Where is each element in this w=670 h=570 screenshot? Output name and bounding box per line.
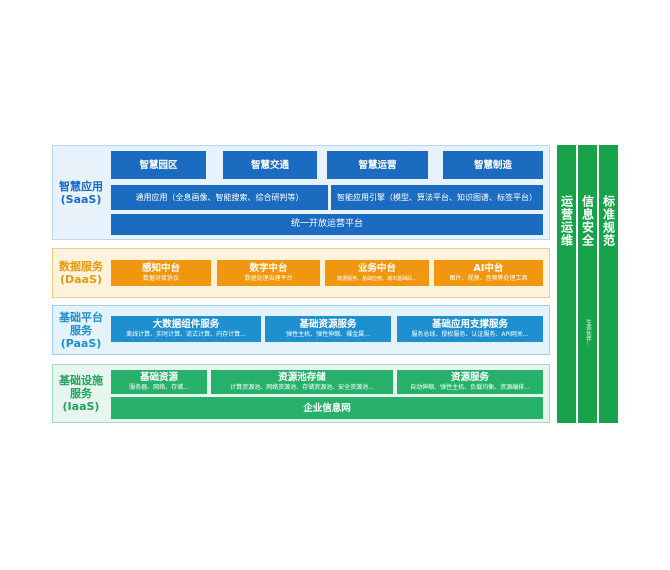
side-column-security-title: 信息安全 xyxy=(580,195,595,247)
iaas-title2: 服务 xyxy=(70,387,92,400)
daas-sensing-hub-sub: 数据对接协议 xyxy=(142,275,179,282)
daas-digital-hub: 数字中台 数据处理治理平台 xyxy=(217,260,320,286)
saas-app-manufacturing-label: 智慧制造 xyxy=(473,159,512,171)
iaas-resource-service: 资源服务 自动伸缩、弹性主机、负载均衡、资源编排... xyxy=(397,370,543,394)
paas-bigdata-service-sub: 离线计算、实时计算、流式计算、内存计算... xyxy=(126,331,246,338)
paas-app-support-service-title: 基础应用支撑服务 xyxy=(431,319,508,330)
iaas-subtitle: (IaaS) xyxy=(62,400,100,413)
daas-subtitle: (DaaS) xyxy=(60,273,102,286)
side-column-operations-title: 运营运维 xyxy=(559,195,574,247)
iaas-pool-storage-sub: 计算资源池、网络资源池、存储资源池、安全资源池... xyxy=(230,384,374,391)
daas-layer: 数据服务 (DaaS) 感知中台 数据对接协议 数字中台 数据处理治理平台 业务… xyxy=(52,248,550,298)
paas-bigdata-service: 大数据组件服务 离线计算、实时计算、流式计算、内存计算... xyxy=(111,316,261,342)
iaas-enterprise-network: 企业信息网 xyxy=(111,397,543,419)
saas-platform: 统一开放运营平台 xyxy=(111,214,543,235)
paas-resource-service-sub: 弹性主机、弹性伸缩、裸金属... xyxy=(286,331,370,338)
side-column-standards: 标准规范 xyxy=(599,145,618,423)
daas-business-hub: 业务中台 数据服务、基础应用、城市基础码... xyxy=(325,260,429,286)
saas-general-app-label: 通用应用（全息画像、智能搜索、综合研判等） xyxy=(135,193,304,202)
saas-subtitle: (SaaS) xyxy=(60,192,102,206)
saas-app-operation-label: 智慧运营 xyxy=(358,159,397,171)
paas-resource-service-title: 基础资源服务 xyxy=(299,319,357,330)
daas-ai-hub: AI中台 图片、视频、音频等处理工具 xyxy=(434,260,543,286)
daas-business-hub-title: 业务中台 xyxy=(357,263,396,274)
daas-sensing-hub: 感知中台 数据对接协议 xyxy=(111,260,211,286)
daas-layer-label: 数据服务 (DaaS) xyxy=(53,249,109,297)
iaas-enterprise-network-label: 企业信息网 xyxy=(303,402,351,414)
daas-sensing-hub-title: 感知中台 xyxy=(141,263,180,274)
saas-app-park: 智慧园区 xyxy=(111,151,206,179)
iaas-basic-resources-sub: 服务器、网络、存储... xyxy=(129,384,189,391)
saas-layer-label: 智慧应用 (SaaS) xyxy=(53,146,109,239)
saas-app-park-label: 智慧园区 xyxy=(139,159,178,171)
daas-ai-hub-title: AI中台 xyxy=(473,263,504,274)
paas-layer: 基础平台 服务 (PaaS) 大数据组件服务 离线计算、实时计算、流式计算、内存… xyxy=(52,305,550,355)
paas-subtitle: (PaaS) xyxy=(60,336,102,350)
saas-layer: 智慧应用 (SaaS) 智慧园区 智慧交通 智慧运营 智慧制造 通用应用（全息画… xyxy=(52,145,550,240)
iaas-layer: 基础设施 服务 (IaaS) 基础资源 服务器、网络、存储... 资源池存储 计… xyxy=(52,364,550,423)
iaas-pool-storage-title: 资源池存储 xyxy=(278,372,326,383)
side-column-security: 信息安全 生态伙伴... xyxy=(578,145,597,423)
paas-title: 基础平台 xyxy=(59,310,103,324)
daas-ai-hub-sub: 图片、视频、音频等处理工具 xyxy=(449,275,528,282)
paas-title2: 服务 xyxy=(70,323,92,337)
iaas-layer-label: 基础设施 服务 (IaaS) xyxy=(53,365,109,422)
paas-layer-label: 基础平台 服务 (PaaS) xyxy=(53,306,109,354)
saas-intelligent-engine-label: 智能应用引擎（模型、算法平台、知识图谱、标签平台） xyxy=(337,192,537,202)
saas-app-traffic-label: 智慧交通 xyxy=(250,159,289,171)
saas-title: 智慧应用 xyxy=(59,179,103,193)
saas-general-app: 通用应用（全息画像、智能搜索、综合研判等） xyxy=(111,185,328,210)
daas-business-hub-sub: 数据服务、基础应用、城市基础码... xyxy=(337,276,417,282)
daas-title: 数据服务 xyxy=(59,260,103,273)
saas-app-operation: 智慧运营 xyxy=(327,151,428,179)
iaas-resource-service-sub: 自动伸缩、弹性主机、负载均衡、资源编排... xyxy=(410,384,530,391)
side-column-operations: 运营运维 xyxy=(557,145,576,423)
side-column-security-note: 生态伙伴... xyxy=(585,319,591,347)
paas-bigdata-service-title: 大数据组件服务 xyxy=(152,319,220,330)
saas-app-traffic: 智慧交通 xyxy=(223,151,317,179)
paas-resource-service: 基础资源服务 弹性主机、弹性伸缩、裸金属... xyxy=(265,316,391,342)
iaas-pool-storage: 资源池存储 计算资源池、网络资源池、存储资源池、安全资源池... xyxy=(211,370,393,394)
daas-digital-hub-title: 数字中台 xyxy=(249,263,288,274)
iaas-basic-resources-title: 基础资源 xyxy=(139,372,178,383)
paas-app-support-service-sub: 服务总线、授权服务、认证服务、API网关... xyxy=(411,331,529,338)
paas-app-support-service: 基础应用支撑服务 服务总线、授权服务、认证服务、API网关... xyxy=(397,316,543,342)
iaas-title: 基础设施 xyxy=(59,374,103,387)
saas-intelligent-engine: 智能应用引擎（模型、算法平台、知识图谱、标签平台） xyxy=(331,185,543,210)
iaas-basic-resources: 基础资源 服务器、网络、存储... xyxy=(111,370,207,394)
daas-digital-hub-sub: 数据处理治理平台 xyxy=(244,275,293,282)
iaas-resource-service-title: 资源服务 xyxy=(450,372,489,383)
saas-app-manufacturing: 智慧制造 xyxy=(443,151,543,179)
saas-platform-label: 统一开放运营平台 xyxy=(290,219,363,229)
side-column-standards-title: 标准规范 xyxy=(601,195,616,247)
